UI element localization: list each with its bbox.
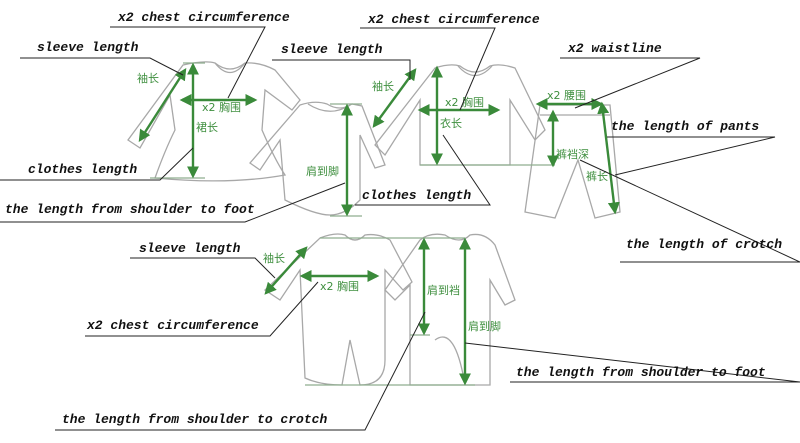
cn-chest-label: x2 胸围 <box>320 279 359 293</box>
measurement-arrows <box>138 62 620 386</box>
cn-shoulder-foot-label: 肩到脚 <box>468 319 501 333</box>
cn-sleeve-label: 袖长 <box>137 71 159 85</box>
pants-outline <box>524 104 621 219</box>
sleeper-front-outline <box>263 233 413 386</box>
tee-outline <box>374 64 546 166</box>
label-sleeve-length: sleeve length <box>139 241 241 256</box>
cn-chest-label: x2 胸围 <box>445 95 484 109</box>
label-sleeve-length: sleeve length <box>37 40 139 55</box>
dress-outline <box>127 61 301 182</box>
label-chest-circumference: x2 chest circumference <box>86 318 259 333</box>
cn-waist-label: x2 腰围 <box>547 89 586 102</box>
cn-crotch-depth-label: 裤裆深 <box>556 147 589 161</box>
label-clothes-length: clothes length <box>362 188 471 203</box>
label-shoulder-to-foot: the length from shoulder to foot <box>516 365 766 380</box>
sleeper-back-outline <box>384 233 516 386</box>
cn-clothes-length-label: 衣长 <box>440 116 462 130</box>
label-shoulder-to-crotch: the length from shoulder to crotch <box>62 412 327 427</box>
cn-skirt-length-label: 裙长 <box>196 121 218 134</box>
label-chest-circumference: x2 chest circumference <box>117 10 290 25</box>
label-clothes-length: clothes length <box>28 162 137 177</box>
label-chest-circumference: x2 chest circumference <box>367 12 540 27</box>
leader-lines <box>0 26 800 431</box>
label-sleeve-length: sleeve length <box>281 42 383 57</box>
cn-chest-label: x2 胸围 <box>202 100 241 114</box>
cn-sleeve-label: 袖长 <box>263 251 285 265</box>
label-pants-length: the length of pants <box>611 119 759 134</box>
label-shoulder-to-foot: the length from shoulder to foot <box>5 202 255 217</box>
cn-pants-length-label: 裤长 <box>586 169 608 183</box>
cn-shoulder-crotch-label: 肩到裆 <box>427 283 460 297</box>
label-crotch-length: the length of crotch <box>626 237 782 252</box>
cn-shoulder-foot-label: 肩到脚 <box>306 164 339 178</box>
cn-sleeve-label: 袖长 <box>372 79 394 93</box>
label-waistline: x2 waistline <box>567 41 662 56</box>
